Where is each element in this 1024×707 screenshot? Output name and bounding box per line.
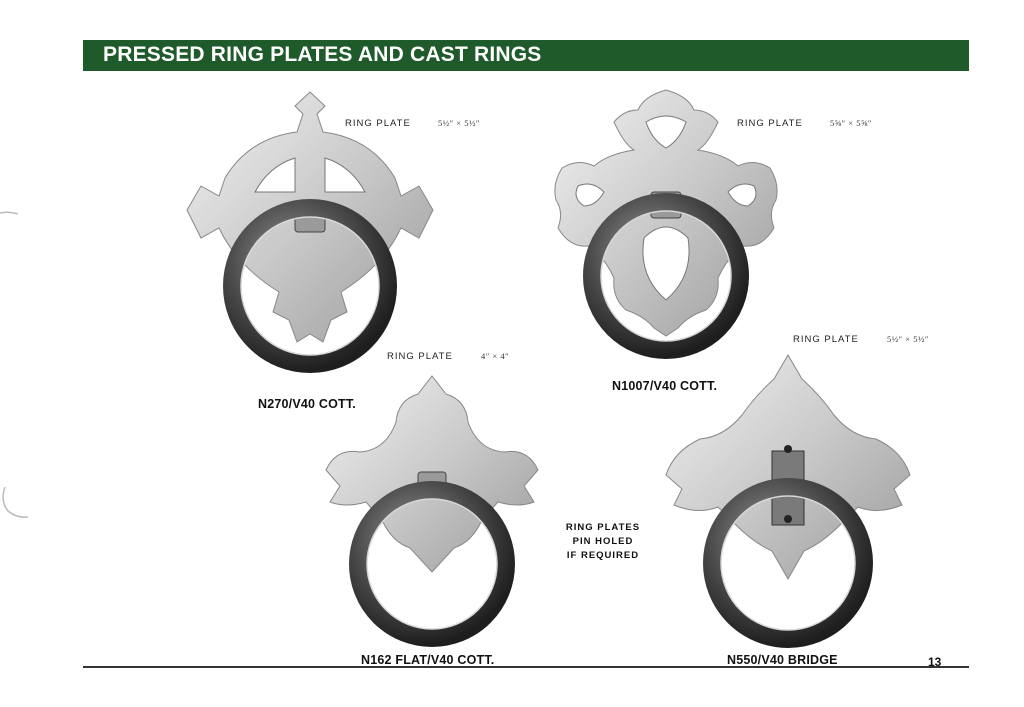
- header-bar: PRESSED RING PLATES AND CAST RINGS: [83, 40, 969, 71]
- page-number: 13: [928, 655, 942, 669]
- ring-plate-image-n550: [665, 354, 911, 648]
- scan-mark-bottom: [2, 486, 29, 518]
- ring-plate-image-n162: [325, 375, 539, 647]
- footer-rule: [83, 666, 969, 668]
- ring-plate-label-n550: RING PLATE: [793, 334, 859, 345]
- page-title: PRESSED RING PLATES AND CAST RINGS: [103, 43, 542, 66]
- product-code-n550: N550/V40 BRIDGE: [727, 653, 838, 667]
- note-line-3: IF REQUIRED: [566, 550, 640, 561]
- note-line-2: PIN HOLED: [572, 536, 634, 547]
- note-line-1: RING PLATES: [565, 522, 641, 533]
- pin-holed-note: RING PLATES PIN HOLED IF REQUIRED: [548, 521, 658, 563]
- ring-plate-image-n1007: [554, 89, 778, 359]
- product-code-n270: N270/V40 COTT.: [258, 397, 356, 411]
- ring-plate-size-n162: 4″ × 4″: [481, 351, 510, 361]
- product-code-n1007: N1007/V40 COTT.: [612, 379, 718, 393]
- product-code-n162: N162 FLAT/V40 COTT.: [361, 653, 495, 667]
- ring-plate-size-n1007: 5⅝″ × 5⅝″: [830, 118, 872, 128]
- ring-plate-image-n270: [186, 91, 434, 373]
- scan-mark-top: [0, 211, 19, 215]
- ring-plate-label-n162: RING PLATE: [387, 351, 453, 362]
- ring-plate-label-n270: RING PLATE: [345, 118, 411, 129]
- ring-plate-label-n1007: RING PLATE: [737, 118, 803, 129]
- ring-plate-size-n270: 5½″ × 5½″: [438, 118, 480, 128]
- ring-plate-size-n550: 5½″ × 5½″: [887, 334, 929, 344]
